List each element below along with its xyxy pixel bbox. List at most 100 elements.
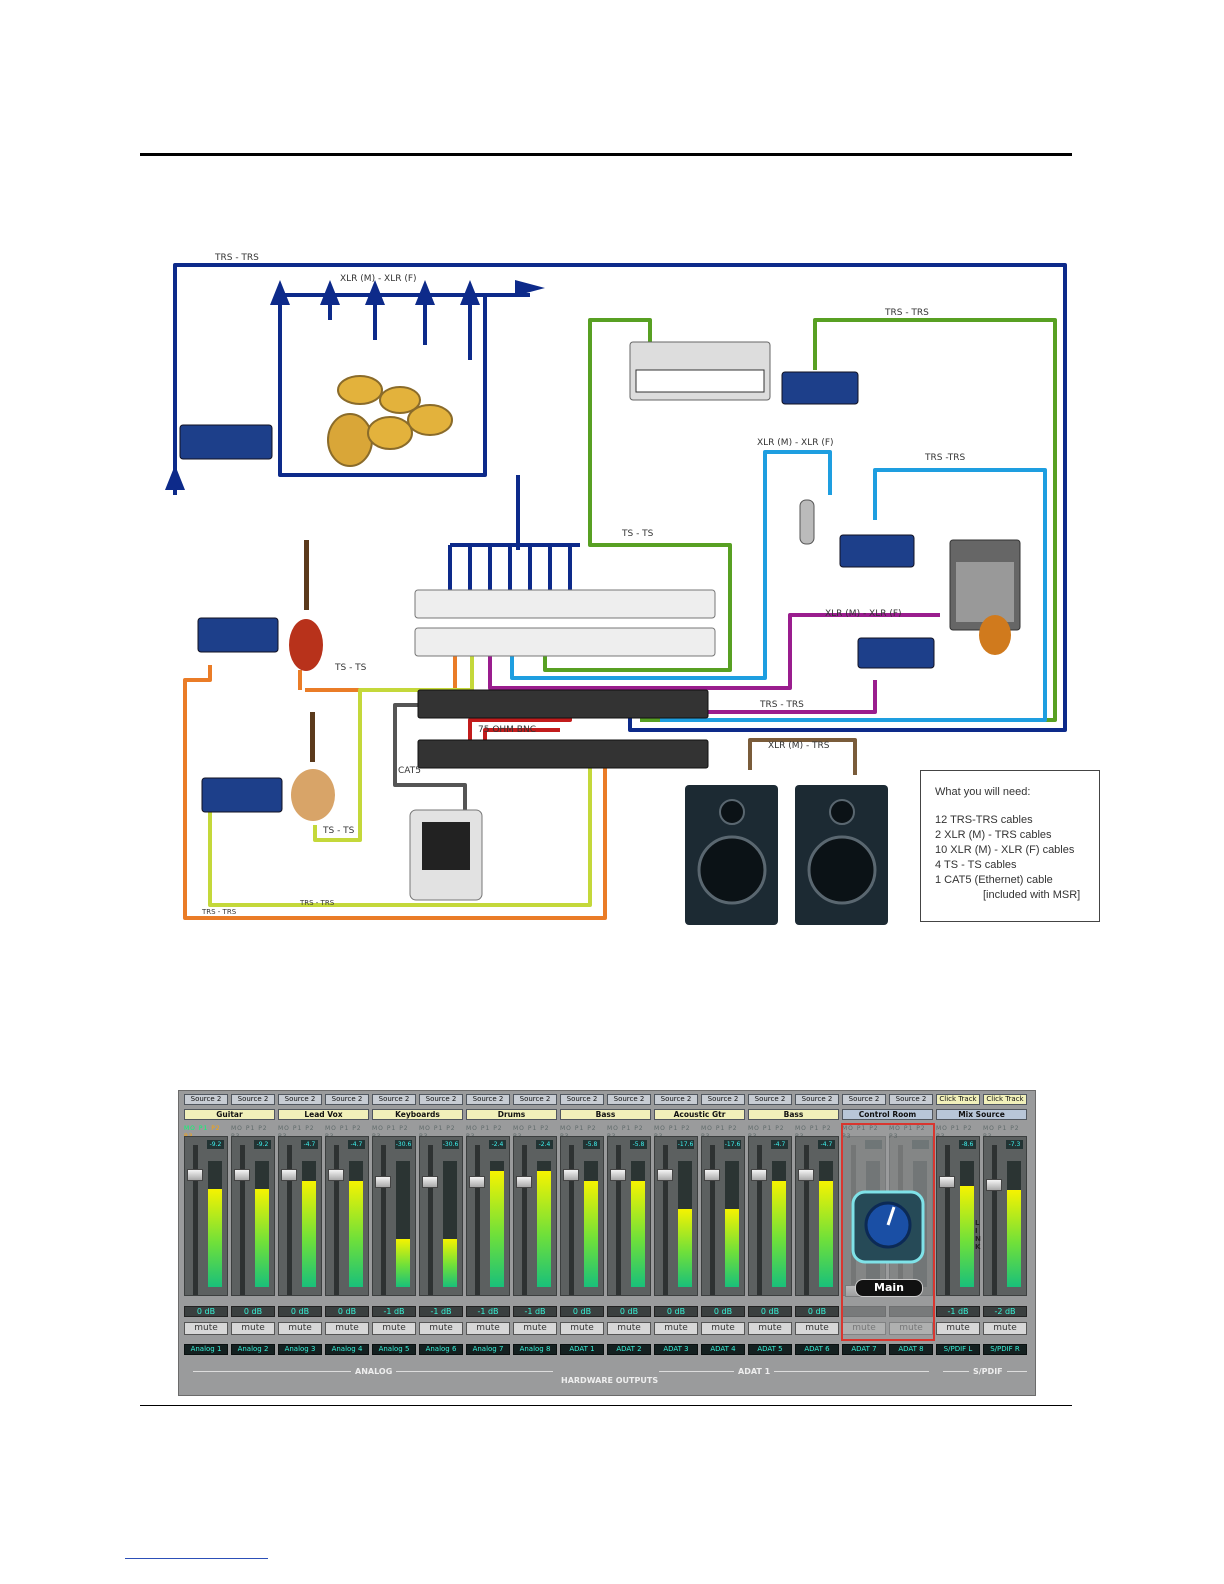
p2-label[interactable]: P2: [587, 1125, 597, 1132]
channel-header[interactable]: MO P1 P2 P3: [560, 1125, 604, 1140]
gain-readout[interactable]: 0 dB: [701, 1306, 745, 1317]
mo-label[interactable]: MO: [372, 1125, 384, 1132]
gain-readout[interactable]: 0 dB: [607, 1306, 651, 1317]
mo-label[interactable]: MO: [466, 1125, 478, 1132]
group-label[interactable]: Mix Source: [936, 1109, 1027, 1120]
channel-header[interactable]: MO P1 P2 P3: [748, 1125, 792, 1140]
fader-handle[interactable]: [751, 1169, 767, 1181]
channel-header[interactable]: MO P1 P2 P3: [466, 1125, 510, 1140]
fader-handle[interactable]: [281, 1169, 297, 1181]
fader-handle[interactable]: [986, 1179, 1002, 1191]
p1-label[interactable]: P1: [950, 1125, 961, 1132]
mo-label[interactable]: MO: [419, 1125, 431, 1132]
mo-label[interactable]: MO: [231, 1125, 243, 1132]
gain-readout[interactable]: 0 dB: [560, 1306, 604, 1317]
mo-label[interactable]: MO: [184, 1125, 196, 1132]
p1-label[interactable]: P1: [903, 1125, 914, 1132]
p2-label[interactable]: P2: [822, 1125, 832, 1132]
p1-label[interactable]: P1: [715, 1125, 726, 1132]
gain-readout[interactable]: 0 dB: [795, 1306, 839, 1317]
mo-label[interactable]: MO: [607, 1125, 619, 1132]
p2-label[interactable]: P2: [305, 1125, 315, 1132]
p2-label[interactable]: P2: [258, 1125, 268, 1132]
fader-track[interactable]: [381, 1145, 386, 1295]
p1-label[interactable]: P1: [386, 1125, 397, 1132]
p2-label[interactable]: P2: [446, 1125, 456, 1132]
p2-label[interactable]: P2: [869, 1125, 879, 1132]
mute-button[interactable]: mute: [795, 1322, 839, 1335]
fader-handle[interactable]: [798, 1169, 814, 1181]
channel-header[interactable]: MO P1 P2 P3: [278, 1125, 322, 1140]
channel-header[interactable]: MO P1 P2 P3: [325, 1125, 369, 1140]
source-selector[interactable]: Source 2: [325, 1094, 369, 1105]
p1-label[interactable]: P1: [621, 1125, 632, 1132]
p3-label[interactable]: P3: [842, 1133, 852, 1140]
source-selector[interactable]: Source 2: [795, 1094, 839, 1105]
p2-label[interactable]: P2: [1010, 1125, 1020, 1132]
mute-button[interactable]: mute: [231, 1322, 275, 1335]
group-label[interactable]: Acoustic Gtr: [654, 1109, 745, 1120]
source-selector[interactable]: Source 2: [701, 1094, 745, 1105]
mo-label[interactable]: MO: [842, 1125, 854, 1132]
mute-button[interactable]: mute: [654, 1322, 698, 1335]
fader-handle[interactable]: [234, 1169, 250, 1181]
mute-button[interactable]: mute: [419, 1322, 463, 1335]
p2-label[interactable]: P2: [681, 1125, 691, 1132]
source-selector[interactable]: Source 2: [372, 1094, 416, 1105]
fader-handle[interactable]: [328, 1169, 344, 1181]
fader-track[interactable]: [616, 1145, 621, 1295]
source-selector[interactable]: Source 2: [654, 1094, 698, 1105]
p1-label[interactable]: P1: [527, 1125, 538, 1132]
fader-track[interactable]: [757, 1145, 762, 1295]
channel-header[interactable]: MO P1 P2 P3: [795, 1125, 839, 1140]
channel-header[interactable]: MO P1 P2 P3: [654, 1125, 698, 1140]
fader-handle[interactable]: [610, 1169, 626, 1181]
p2-label[interactable]: P2: [728, 1125, 738, 1132]
group-label[interactable]: Bass: [560, 1109, 651, 1120]
channel-header[interactable]: MO P1 P2 P3: [231, 1125, 275, 1140]
channel-header[interactable]: MO P1 P2 P3: [184, 1125, 228, 1140]
gain-readout[interactable]: -1 dB: [466, 1306, 510, 1317]
fader-track[interactable]: [428, 1145, 433, 1295]
source-selector[interactable]: Source 2: [419, 1094, 463, 1105]
fader-track[interactable]: [569, 1145, 574, 1295]
source-selector[interactable]: Source 2: [889, 1094, 933, 1105]
fader-track[interactable]: [193, 1145, 198, 1295]
mo-label[interactable]: MO: [278, 1125, 290, 1132]
gain-readout[interactable]: -1 dB: [419, 1306, 463, 1317]
gain-readout[interactable]: [889, 1306, 933, 1317]
mo-label[interactable]: MO: [560, 1125, 572, 1132]
mo-label[interactable]: MO: [889, 1125, 901, 1132]
fader-handle[interactable]: [939, 1176, 955, 1188]
mute-button[interactable]: mute: [372, 1322, 416, 1335]
mo-label[interactable]: MO: [748, 1125, 760, 1132]
fader-track[interactable]: [710, 1145, 715, 1295]
source-selector[interactable]: Source 2: [607, 1094, 651, 1105]
mute-button[interactable]: mute: [466, 1322, 510, 1335]
mo-label[interactable]: MO: [936, 1125, 948, 1132]
source-selector[interactable]: Source 2: [560, 1094, 604, 1105]
p2-label[interactable]: P2: [399, 1125, 409, 1132]
fader-track[interactable]: [334, 1145, 339, 1295]
mo-label[interactable]: MO: [654, 1125, 666, 1132]
fader-track[interactable]: [804, 1145, 809, 1295]
gain-readout[interactable]: 0 dB: [278, 1306, 322, 1317]
mo-label[interactable]: MO: [795, 1125, 807, 1132]
channel-header[interactable]: MO P1 P2 P3: [936, 1125, 980, 1140]
gain-readout[interactable]: 0 dB: [325, 1306, 369, 1317]
p3-label[interactable]: P3: [889, 1133, 899, 1140]
fader-track[interactable]: [992, 1145, 997, 1295]
gain-readout[interactable]: 0 dB: [184, 1306, 228, 1317]
group-label[interactable]: Drums: [466, 1109, 557, 1120]
fader-handle[interactable]: [469, 1176, 485, 1188]
fader-track[interactable]: [240, 1145, 245, 1295]
p2-label[interactable]: P2: [963, 1125, 973, 1132]
p2-label[interactable]: P2: [352, 1125, 362, 1132]
mute-button[interactable]: mute: [513, 1322, 557, 1335]
channel-header[interactable]: MO P1 P2 P3: [842, 1125, 886, 1140]
mute-button[interactable]: mute: [701, 1322, 745, 1335]
mo-label[interactable]: MO: [325, 1125, 337, 1132]
p1-label[interactable]: P1: [198, 1125, 209, 1132]
channel-header[interactable]: MO P1 P2 P3: [607, 1125, 651, 1140]
source-selector[interactable]: Click Track: [983, 1094, 1027, 1105]
